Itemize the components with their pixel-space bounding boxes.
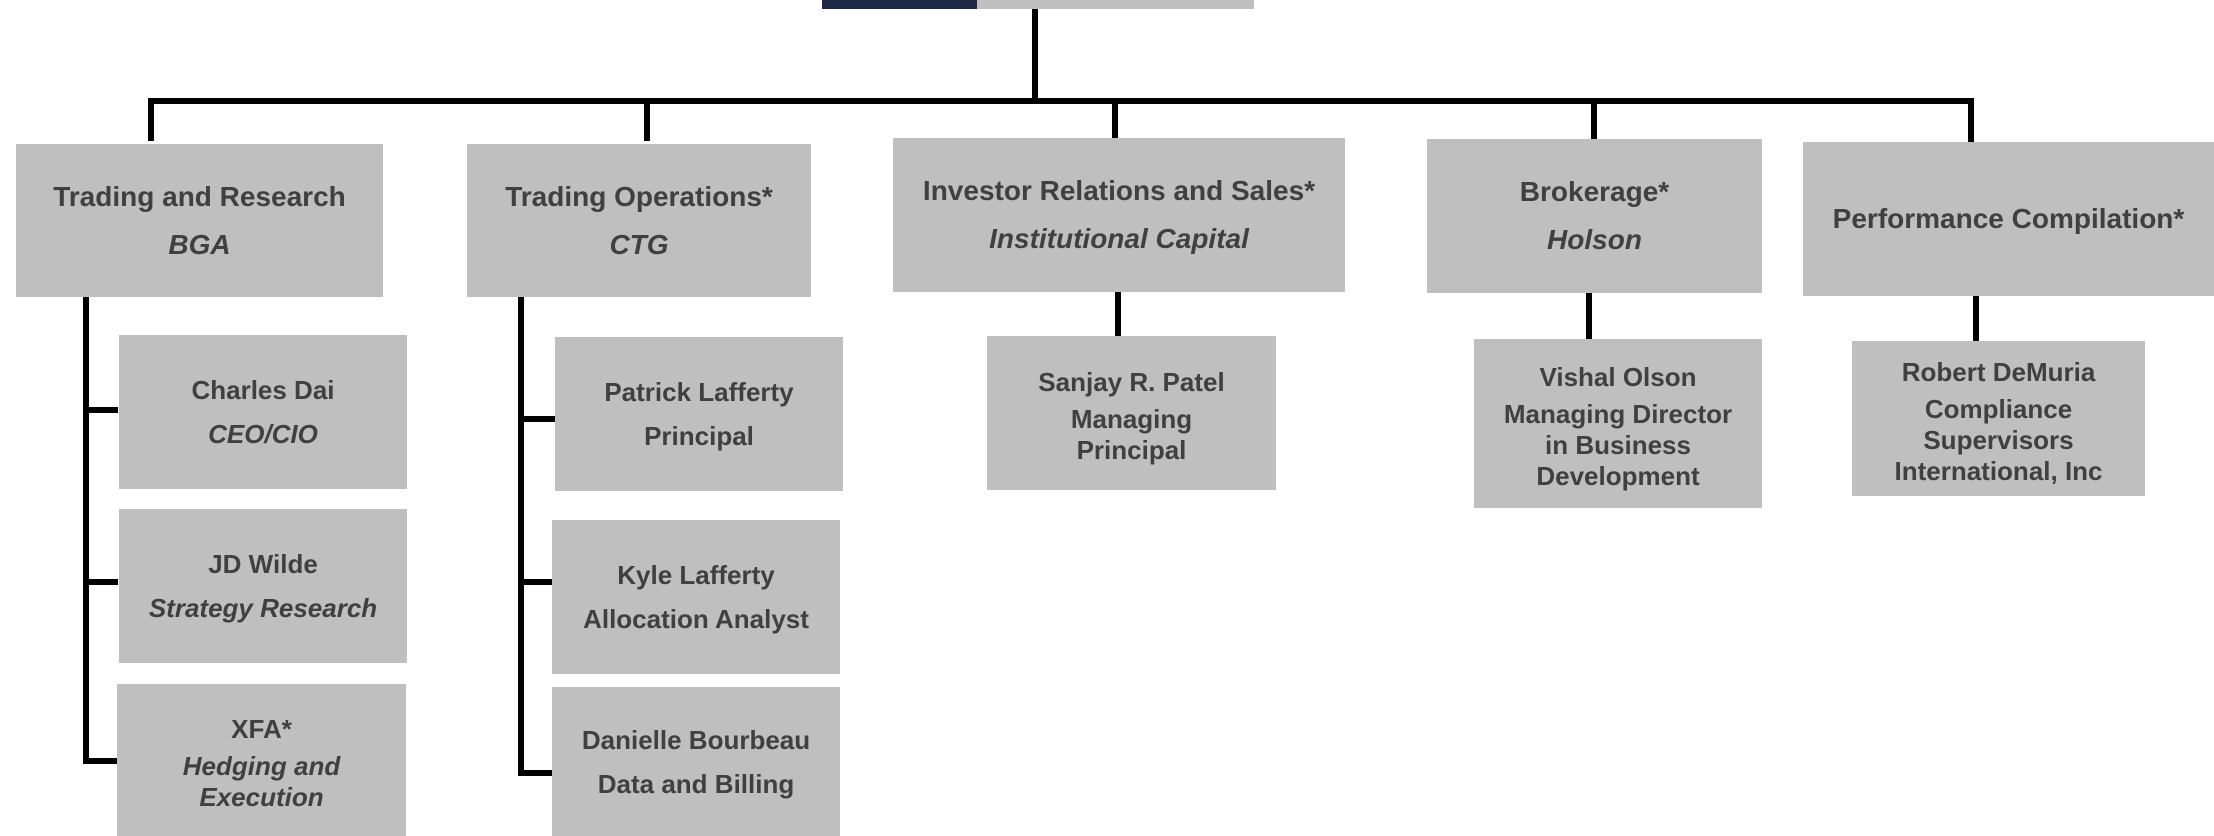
connector-ir: [1115, 291, 1121, 336]
dept-title: Brokerage*: [1519, 176, 1670, 207]
dept-subtitle: Holson: [1547, 224, 1642, 255]
connector-drop-4: [1591, 98, 1597, 140]
staff-card: Charles Dai CEO/CIO: [119, 335, 407, 489]
staff-role: Compliance: [1924, 394, 2073, 424]
staff-role: Allocation Analyst: [583, 604, 809, 634]
staff-card: JD Wilde Strategy Research: [119, 509, 407, 663]
staff-card: Robert DeMuria Compliance Supervisors In…: [1852, 341, 2145, 496]
staff-name: Danielle Bourbeau: [581, 724, 811, 755]
dept-performance-compilation: Performance Compilation*: [1803, 142, 2214, 296]
connector-tr-1: [83, 407, 118, 413]
connector-performance: [1973, 295, 1979, 342]
dept-trading-research: Trading and Research BGA: [16, 144, 383, 297]
staff-name: Patrick Lafferty: [604, 377, 794, 407]
top-box: [977, 0, 1254, 9]
connector-brokerage: [1586, 292, 1592, 340]
connector-drop-5: [1968, 98, 1974, 142]
staff-card: Kyle Lafferty Allocation Analyst: [552, 520, 840, 674]
dept-subtitle: BGA: [168, 228, 231, 260]
staff-card: Patrick Lafferty Principal: [555, 337, 843, 491]
staff-role: Development: [1536, 461, 1700, 491]
connector-tr-3: [83, 758, 118, 764]
connector-to-3: [518, 770, 553, 776]
dept-brokerage: Brokerage* Holson: [1427, 139, 1762, 293]
staff-role: Hedging and: [182, 751, 341, 781]
connector-bus: [148, 98, 1974, 104]
connector-tr-trunk: [83, 296, 89, 764]
staff-name: Kyle Lafferty: [617, 560, 775, 590]
staff-card: XFA* Hedging and Execution: [117, 684, 406, 836]
dept-investor-relations: Investor Relations and Sales* Institutio…: [893, 138, 1345, 292]
connector-to-2: [518, 579, 553, 585]
dept-subtitle: CTG: [609, 228, 669, 260]
dept-title: Trading and Research: [53, 180, 346, 212]
staff-role: Managing Director: [1503, 399, 1733, 429]
staff-name: JD Wilde: [208, 549, 318, 579]
staff-role: CEO/CIO: [208, 419, 318, 449]
connector-to-trunk: [518, 296, 524, 776]
staff-name: Sanjay R. Patel: [1038, 367, 1225, 397]
connector-drop-3: [1112, 98, 1118, 139]
staff-role: Principal: [644, 421, 754, 451]
staff-name: XFA*: [231, 714, 292, 744]
dept-title: Trading Operations*: [505, 180, 773, 212]
staff-role: Supervisors: [1923, 425, 2074, 455]
staff-role: Principal: [1076, 435, 1187, 465]
staff-role: Managing: [1070, 404, 1193, 434]
dept-trading-operations: Trading Operations* CTG: [467, 144, 811, 297]
dept-title: Performance Compilation*: [1832, 203, 2185, 234]
staff-role: in Business: [1545, 430, 1691, 460]
connector-tr-2: [83, 579, 118, 585]
connector-to-1: [518, 416, 556, 422]
staff-card: Sanjay R. Patel Managing Principal: [987, 336, 1276, 490]
staff-name: Vishal Olson: [1539, 362, 1697, 392]
staff-role: Strategy Research: [148, 593, 378, 623]
staff-card: Vishal Olson Managing Director in Busine…: [1474, 339, 1762, 508]
staff-card: Danielle Bourbeau Data and Billing: [552, 687, 840, 836]
staff-name: Robert DeMuria: [1901, 357, 2096, 387]
dept-subtitle: Institutional Capital: [989, 223, 1249, 254]
staff-name: Charles Dai: [191, 375, 335, 405]
connector-root: [1032, 9, 1038, 101]
staff-role: Execution: [199, 782, 324, 812]
dept-title: Investor Relations and Sales*: [922, 175, 1316, 206]
staff-role: International, Inc: [1894, 456, 2103, 486]
staff-role: Data and Billing: [597, 768, 795, 799]
connector-drop-1: [148, 98, 154, 141]
top-photo: [822, 0, 977, 9]
connector-drop-2: [644, 98, 650, 141]
